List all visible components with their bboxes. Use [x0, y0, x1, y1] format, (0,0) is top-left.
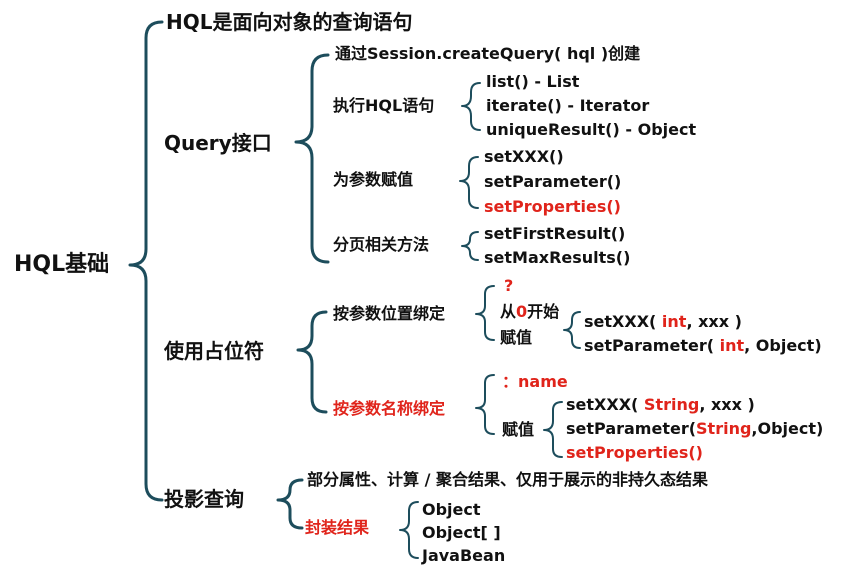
assign-item-setparameter: setParameter() — [484, 172, 622, 191]
name-bracket — [475, 374, 495, 435]
root-bracket — [128, 20, 164, 502]
projection-desc: 部分属性、计算 / 聚合结果、仅用于展示的非持久态结果 — [307, 470, 708, 489]
assign-item-setproperties: setProperties() — [484, 197, 621, 216]
wrap-bracket — [399, 501, 419, 559]
name-assign-label: 赋值 — [502, 420, 535, 439]
position-assign-label: 赋值 — [500, 328, 533, 347]
wrap-item-object-array: Object[ ] — [422, 523, 501, 542]
query-bracket — [294, 53, 330, 264]
position-method-setparameter: setParameter( int, Object) — [584, 336, 822, 355]
wrap-result-label: 封装结果 — [305, 518, 370, 537]
name-assign-bracket — [543, 401, 563, 458]
start-from-zero-text: 从0开始 — [500, 302, 560, 321]
bind-by-name-label: 按参数名称绑定 — [333, 399, 446, 418]
exec-item-unique: uniqueResult() - Object — [486, 120, 697, 139]
paging-bracket — [461, 231, 479, 261]
position-assign-bracket — [563, 311, 581, 349]
paging-label: 分页相关方法 — [333, 235, 430, 254]
create-query-text: 通过Session.createQuery( hql )创建 — [335, 44, 641, 63]
exec-item-list: list() - List — [486, 72, 580, 91]
name-symbol: ：name — [502, 372, 568, 391]
wrap-item-object: Object — [422, 500, 481, 519]
position-method-setxxx: setXXX( int, xxx ) — [584, 312, 742, 331]
bind-by-position-label: 按参数位置绑定 — [333, 304, 446, 323]
root-label: HQL基础 — [14, 252, 110, 277]
name-method-setparameter: setParameter(String,Object) — [566, 419, 824, 438]
exec-item-iterate: iterate() - Iterator — [486, 96, 650, 115]
wrap-item-javabean: JavaBean — [422, 546, 506, 565]
placeholder-label: 使用占位符 — [164, 339, 264, 363]
assign-bracket — [459, 156, 479, 209]
exec-hql-label: 执行HQL语句 — [333, 96, 435, 115]
hql-oo-label: HQL是面向对象的查询语句 — [166, 10, 413, 34]
assign-label: 为参数赋值 — [333, 170, 414, 189]
projection-bracket — [276, 478, 304, 530]
paging-item-max: setMaxResults() — [484, 248, 631, 267]
query-interface-label: Query接口 — [164, 131, 272, 155]
projection-label: 投影查询 — [164, 487, 244, 511]
question-mark-symbol: ? — [504, 276, 514, 295]
paging-item-first: setFirstResult() — [484, 224, 626, 243]
position-bracket — [475, 285, 495, 341]
placeholder-bracket — [296, 310, 328, 414]
assign-item-setxxx: setXXX() — [484, 147, 564, 166]
name-method-setxxx: setXXX( String, xxx ) — [566, 395, 755, 414]
exec-bracket — [461, 82, 481, 131]
name-method-setproperties: setProperties() — [566, 443, 703, 462]
